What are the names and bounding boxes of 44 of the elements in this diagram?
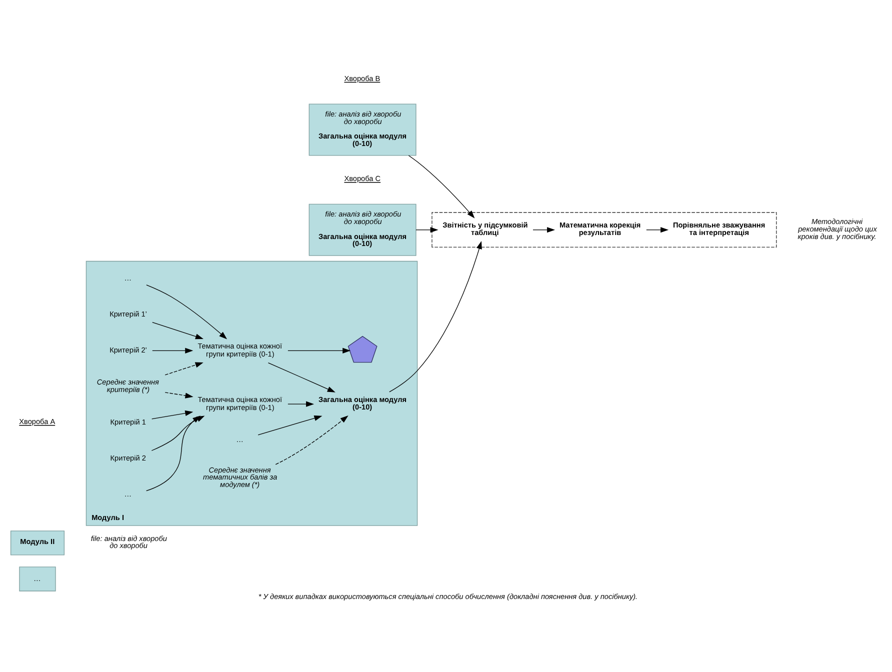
node-label: Хвороба С: [344, 174, 381, 184]
cluster: [432, 212, 777, 248]
arrow: [646, 227, 669, 233]
arrow: [268, 362, 336, 392]
node-text: Критерій 1: [110, 418, 146, 427]
node-label: Методологічні рекомендації щодо цих кроків див. у посібнику.: [798, 217, 877, 241]
arrow: [146, 416, 201, 492]
caption: * У деяких випадках використовуються спеціальні способи обчислення (докладні пояснення див. у посібнику).: [258, 592, 638, 601]
node-label: Хвороба В: [344, 74, 380, 83]
arrow: [258, 415, 322, 436]
node-text: Критерій 2: [110, 454, 146, 463]
arrow: [164, 392, 194, 398]
node-text: Тематична оцінка кожної групи критеріїв (0-1): [198, 394, 282, 412]
node-box: file: аналіз від хвороби до хвороби Загальна оцінка модуля (0-10): [308, 204, 416, 256]
picture: [348, 336, 378, 363]
arrow: [288, 401, 314, 407]
node-box: …: [19, 566, 56, 592]
node-text: Середнє значення тематичних балів за модулем (*): [203, 465, 278, 490]
arrow: [152, 348, 194, 354]
node-text: Математична корекція результатів: [559, 220, 641, 238]
arrow: [416, 227, 438, 233]
arrow: [146, 284, 228, 340]
node-text: …: [236, 434, 244, 444]
node-text: Порівняльне зважування та інтерпретація: [672, 220, 766, 238]
node-text: Загальна оцінка модуля (0-10): [318, 394, 407, 412]
arrow: [288, 348, 351, 354]
arrow: [408, 155, 475, 218]
node-text: Критерій 2’: [110, 346, 147, 355]
node-box: Модуль II: [10, 530, 65, 556]
node-box: file: аналіз від хвороби до хвороби Загальна оцінка модуля (0-10): [308, 104, 416, 156]
arrow: [152, 322, 204, 340]
arrow: [152, 410, 194, 420]
node-label: Хвороба А: [19, 416, 56, 426]
arrow: [275, 415, 348, 465]
arrow: [389, 240, 482, 392]
arrow: [532, 227, 556, 233]
node-text: Критерій 1’: [110, 310, 147, 319]
arrow: [164, 362, 204, 376]
node-text: …: [124, 490, 132, 499]
node-text: Звітність у підсумковій таблиці: [442, 220, 528, 238]
label: file: аналіз від хвороби до хвороби: [90, 534, 167, 550]
node-text: Середнє значення критеріїв (*): [96, 378, 159, 394]
node-text: Тематична оцінка кожної групи критеріїв (0-1): [198, 342, 282, 359]
node-text: …: [124, 273, 132, 282]
